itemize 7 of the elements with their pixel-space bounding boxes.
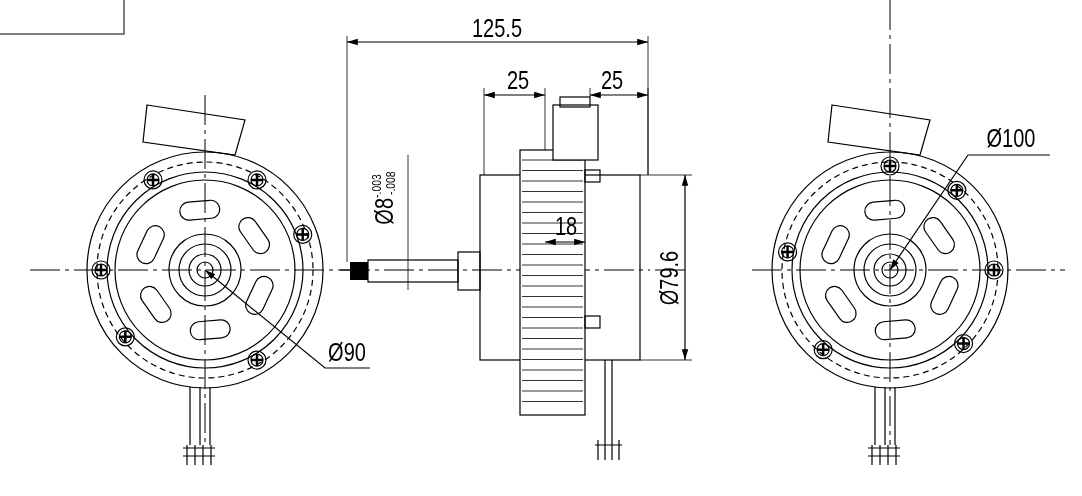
dimension-label: Ø90 <box>328 339 366 365</box>
dimension-label: 18 <box>554 213 578 239</box>
dimension-label: 25 <box>506 67 530 93</box>
dimension-label: Ø100 <box>986 125 1036 151</box>
dimension-label: Ø79.6 <box>656 250 682 306</box>
dimension-label: 125.5 <box>472 15 523 41</box>
dimension-label: 25 <box>600 67 624 93</box>
